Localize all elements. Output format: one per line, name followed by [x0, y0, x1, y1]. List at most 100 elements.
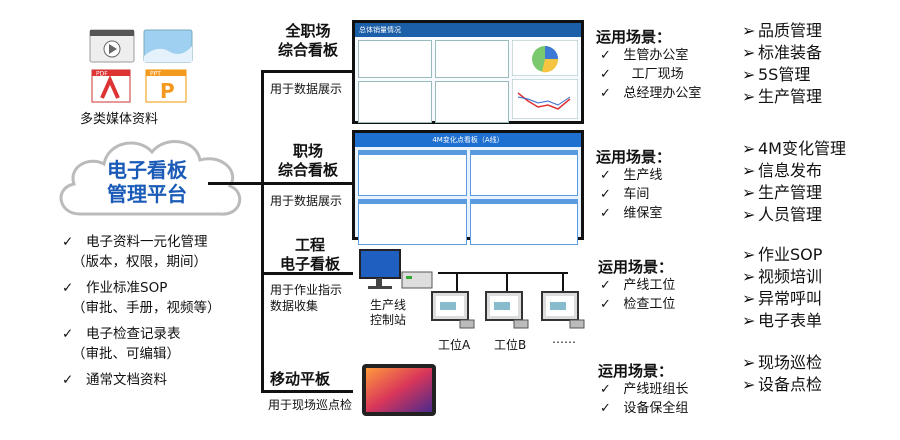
- section2-scene-title: 运用场景：: [596, 148, 672, 166]
- arrow-icon: ➢: [742, 205, 756, 224]
- main-arrow-line: [208, 182, 262, 185]
- section3-title: 工程 电子看板: [268, 236, 352, 274]
- check-icon: ✓: [62, 234, 74, 250]
- check-icon: ✓: [600, 48, 611, 63]
- control-station-icon: [359, 249, 433, 289]
- arrow-icon: ➢: [742, 289, 756, 308]
- media-icons: PDF PPT P: [88, 28, 198, 104]
- arrow-icon: ➢: [742, 161, 756, 180]
- section2-title-line1: 职场: [292, 142, 323, 160]
- arrow-icon: ➢: [742, 43, 756, 62]
- video-file-icon: [89, 29, 135, 63]
- scene-item: 总经理办公室: [623, 86, 702, 101]
- feature-item: ✓通常文档资料: [62, 370, 262, 390]
- arrow-icon: ➢: [742, 267, 756, 286]
- dashboard-title: 总体销量情况: [355, 23, 581, 37]
- section3-title-line2: 电子看板: [279, 255, 340, 273]
- function-item: 异常呼叫: [758, 289, 823, 308]
- image-file-icon: [143, 29, 193, 63]
- section1-title-line2: 综合看板: [277, 41, 338, 59]
- scene-item: 产线班组长: [623, 382, 689, 397]
- section1-title-line1: 全职场: [285, 22, 331, 40]
- scene-item: 设备保全组: [623, 401, 689, 416]
- tablet-device-icon: [362, 364, 436, 416]
- station-drop-1: [456, 272, 458, 292]
- workstation-terminal-icon: [541, 291, 585, 329]
- station-label-line2: 控制站: [370, 313, 407, 327]
- section1-title: 全职场 综合看板: [268, 22, 348, 60]
- workstation-label-a: 工位A: [438, 338, 471, 352]
- dashboard-screen-2: 4M变化点看板（A线）: [352, 130, 584, 245]
- function-item: 现场巡检: [758, 353, 823, 372]
- function-item: 作业SOP: [758, 245, 823, 264]
- check-icon: ✓: [600, 168, 611, 183]
- arrow-icon: ➢: [742, 183, 756, 202]
- feature-item: ✓作业标准SOP: [62, 278, 262, 298]
- function-item: 信息发布: [758, 161, 823, 180]
- arrow-icon: ➢: [742, 139, 756, 158]
- scene-item: 产线工位: [623, 278, 676, 293]
- workstation-terminal-icon: [485, 291, 529, 329]
- section1-subtitle: 用于数据展示: [270, 82, 343, 96]
- section4-subtitle: 用于现场巡点检: [268, 398, 353, 412]
- section3-title-line1: 工程: [294, 236, 325, 254]
- arrow-icon: ➢: [742, 375, 756, 394]
- check-icon: ✓: [62, 280, 74, 296]
- branch-line-3: [261, 272, 353, 275]
- media-label: 多类媒体资料: [80, 112, 159, 127]
- check-icon: ✓: [600, 187, 611, 202]
- feature-main: 电子检查记录表: [86, 326, 181, 342]
- ppt-label: PPT: [150, 71, 161, 78]
- platform-title-line1: 电子看板: [107, 158, 187, 182]
- scene-item: 车间: [623, 187, 650, 202]
- control-station-label: 生产线 控制站: [370, 298, 406, 328]
- feature-item: ✓电子资料一元化管理: [62, 232, 262, 252]
- workstation-label-b: 工位B: [494, 338, 527, 352]
- workstation-terminal-icon: [431, 291, 475, 329]
- ppt-file-icon: PPT P: [145, 69, 187, 103]
- section3-function-list: ➢作业SOP ➢视频培训 ➢异常呼叫 ➢电子表单: [742, 244, 822, 332]
- feature-list: ✓电子资料一元化管理 （版本，权限，期间） ✓作业标准SOP （审批、手册，视频…: [62, 232, 262, 390]
- section3-subtitle-line2: 数据收集: [270, 299, 319, 313]
- arrow-icon: ➢: [742, 245, 756, 264]
- feature-sub: （审批、手册，视频等）: [72, 300, 221, 316]
- scene-item: 工厂现场: [631, 67, 684, 82]
- arrow-icon: ➢: [742, 21, 756, 40]
- section1-function-list: ➢品质管理 ➢标准装备 ➢5S管理 ➢生产管理: [742, 20, 822, 108]
- station-bus-line: [438, 272, 568, 274]
- function-item: 5S管理: [758, 65, 811, 84]
- section4-scene-list: ✓ 产线班组长 ✓ 设备保全组: [600, 380, 688, 418]
- branch-line-1: [261, 70, 353, 73]
- check-icon: ✓: [600, 297, 611, 312]
- check-icon: ✓: [600, 86, 611, 101]
- feature-sub: （审批、可编辑）: [72, 346, 180, 362]
- branch-line-2: [261, 182, 353, 185]
- workstation-label-more: ……: [552, 332, 576, 346]
- feature-item: ✓ 电子检查记录表: [62, 324, 262, 344]
- scene-item: 生产线: [623, 168, 663, 183]
- check-icon: ✓: [600, 278, 611, 293]
- dashboard-screen-1: 总体销量情况: [352, 20, 584, 124]
- section3-scene-list: ✓ 产线工位 ✓ 检查工位: [600, 276, 675, 314]
- branch-line-4: [261, 390, 353, 393]
- scene-item: 维保室: [623, 206, 663, 221]
- section3-scene-title: 运用场景：: [598, 258, 674, 276]
- arrow-icon: ➢: [742, 65, 756, 84]
- scene-item: 生管办公室: [623, 48, 689, 63]
- section1-scene-list: ✓ 生管办公室 ✓ 工厂现场 ✓ 总经理办公室: [600, 46, 701, 103]
- section4-scene-title: 运用场景：: [598, 362, 674, 380]
- function-item: 生产管理: [758, 183, 823, 202]
- section2-title: 职场 综合看板: [268, 142, 348, 180]
- check-icon: ✓: [62, 372, 74, 388]
- line-chart-icon: [512, 79, 578, 119]
- check-icon: ✓: [62, 326, 74, 342]
- function-item: 标准装备: [758, 43, 823, 62]
- check-icon: ✓: [600, 206, 611, 221]
- section4-function-list: ➢现场巡检 ➢设备点检: [742, 352, 822, 396]
- feature-sub: （版本，权限，期间）: [72, 254, 207, 270]
- arrow-icon: ➢: [742, 311, 756, 330]
- cloud-shape: [59, 140, 242, 216]
- section1-scene-title: 运用场景：: [596, 28, 672, 46]
- section2-scene-list: ✓ 生产线 ✓ 车间 ✓ 维保室: [600, 166, 662, 223]
- section3-subtitle: 用于作业指示 数据收集: [270, 282, 342, 314]
